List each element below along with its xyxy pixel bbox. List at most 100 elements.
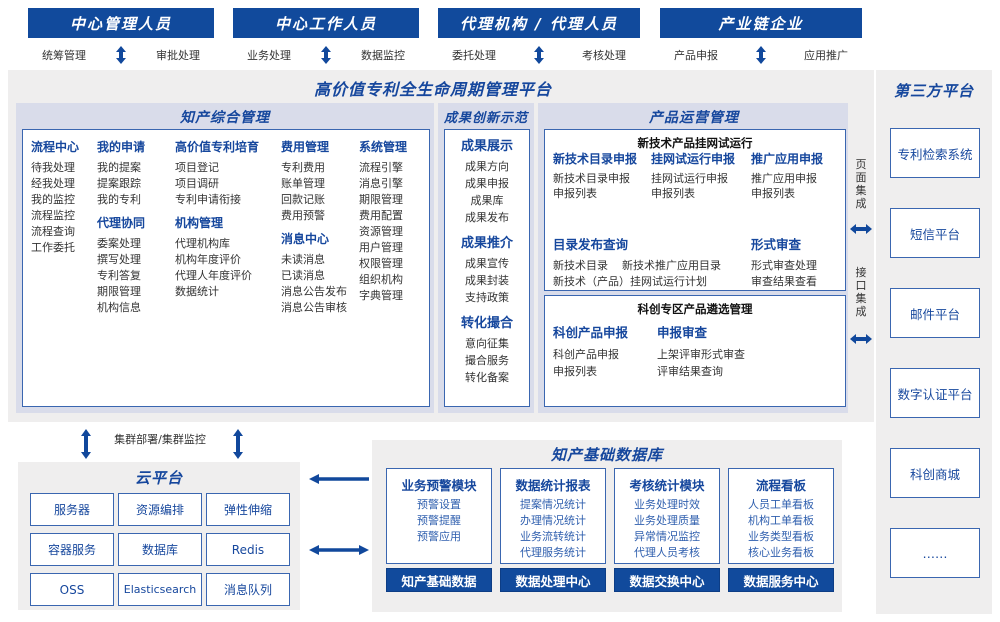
selection-item-1-1[interactable]: 科创产品申报 <box>553 348 619 361</box>
ip-group-head-5-1[interactable]: 系统管理 <box>359 140 408 154</box>
product-trial-item-3-1[interactable]: 推广应用申报 <box>751 172 817 185</box>
ip-item-1-1-4[interactable]: 流程监控 <box>31 209 75 222</box>
cloud-box-4[interactable]: 容器服务 <box>30 533 114 566</box>
kdb-card-item-4-1[interactable]: 人员工单看板 <box>748 498 814 511</box>
product-trial-item-2-1[interactable]: 挂网试运行申报 <box>651 172 728 185</box>
ip-item-2-2-5[interactable]: 机构信息 <box>97 301 141 314</box>
ip-item-4-2-1[interactable]: 未读消息 <box>281 253 325 266</box>
product-trial-item-1-1[interactable]: 新技术目录申报 <box>553 172 630 185</box>
achievement-item-3-2[interactable]: 撮合服务 <box>465 354 509 367</box>
ip-item-2-2-4[interactable]: 期限管理 <box>97 285 141 298</box>
ip-item-3-1-1[interactable]: 项目登记 <box>175 161 219 174</box>
ip-item-3-2-1[interactable]: 代理机构库 <box>175 237 230 250</box>
cloud-box-6[interactable]: Redis <box>206 533 290 566</box>
ip-item-3-1-2[interactable]: 项目调研 <box>175 177 219 190</box>
achievement-item-1-2[interactable]: 成果申报 <box>465 177 509 190</box>
ip-item-2-2-1[interactable]: 委案处理 <box>97 237 141 250</box>
ip-item-1-1-5[interactable]: 流程查询 <box>31 225 75 238</box>
ip-item-5-1-8[interactable]: 组织机构 <box>359 273 403 286</box>
achievement-item-2-2[interactable]: 成果封装 <box>465 274 509 287</box>
catalog-publish-item-1[interactable]: 新技术目录 <box>553 259 608 272</box>
kdb-footer-2[interactable]: 数据处理中心 <box>500 568 606 592</box>
achievement-group-head-2[interactable]: 成果推介 <box>460 236 513 251</box>
formal-review-item-1[interactable]: 形式审查处理 <box>751 259 817 272</box>
achievement-item-1-3[interactable]: 成果库 <box>470 194 504 207</box>
cloud-box-3[interactable]: 弹性伸缩 <box>206 493 290 526</box>
ip-item-2-1-3[interactable]: 我的专利 <box>97 193 141 206</box>
ip-item-5-1-3[interactable]: 期限管理 <box>359 193 403 206</box>
ip-item-1-1-3[interactable]: 我的监控 <box>31 193 75 206</box>
kdb-card-item-2-1[interactable]: 提案情况统计 <box>520 498 586 511</box>
third-party-item-2[interactable]: 短信平台 <box>890 208 980 258</box>
achievement-item-2-1[interactable]: 成果宣传 <box>465 257 509 270</box>
ip-item-3-2-2[interactable]: 机构年度评价 <box>175 253 241 266</box>
ip-item-4-1-2[interactable]: 账单管理 <box>281 177 325 190</box>
cloud-box-8[interactable]: Elasticsearch <box>118 573 202 606</box>
achievement-group-head-3[interactable]: 转化撮合 <box>460 316 513 331</box>
product-trial-item-2-2[interactable]: 申报列表 <box>651 187 695 200</box>
ip-item-5-1-2[interactable]: 消息引擎 <box>359 177 403 190</box>
selection-head-2[interactable]: 申报审查 <box>657 325 708 340</box>
kdb-card-item-3-1[interactable]: 业务处理时效 <box>634 498 700 511</box>
formal-review-head[interactable]: 形式审查 <box>751 237 802 252</box>
ip-item-3-2-3[interactable]: 代理人年度评价 <box>175 269 252 282</box>
ip-item-5-1-6[interactable]: 用户管理 <box>359 241 403 254</box>
ip-item-4-1-3[interactable]: 回款记账 <box>281 193 325 206</box>
cloud-box-2[interactable]: 资源编排 <box>118 493 202 526</box>
ip-group-head-4-2[interactable]: 消息中心 <box>281 232 330 246</box>
ip-item-2-1-1[interactable]: 我的提案 <box>97 161 141 174</box>
ip-item-5-1-7[interactable]: 权限管理 <box>359 257 403 270</box>
achievement-item-3-1[interactable]: 意向征集 <box>465 337 509 350</box>
kdb-card-item-4-3[interactable]: 业务类型看板 <box>748 530 814 543</box>
selection-item-2-1[interactable]: 上架评审形式审查 <box>657 348 745 361</box>
cloud-box-5[interactable]: 数据库 <box>118 533 202 566</box>
ip-item-4-2-2[interactable]: 已读消息 <box>281 269 325 282</box>
kdb-card-item-3-2[interactable]: 业务处理质量 <box>634 514 700 527</box>
kdb-footer-1[interactable]: 知产基础数据 <box>386 568 492 592</box>
kdb-card-item-1-3[interactable]: 预警应用 <box>417 530 461 543</box>
kdb-card-item-1-1[interactable]: 预警设置 <box>417 498 461 511</box>
ip-item-2-1-2[interactable]: 提案跟踪 <box>97 177 141 190</box>
catalog-publish-item-3[interactable]: 新技术（产品）挂网试运行计划 <box>553 275 707 288</box>
product-trial-item-3-2[interactable]: 申报列表 <box>751 187 795 200</box>
achievement-group-head-1[interactable]: 成果展示 <box>460 139 513 154</box>
cloud-box-7[interactable]: OSS <box>30 573 114 606</box>
kdb-card-item-2-3[interactable]: 业务流转统计 <box>520 530 586 543</box>
ip-item-2-2-3[interactable]: 专利答复 <box>97 269 141 282</box>
ip-item-2-2-2[interactable]: 撰写处理 <box>97 253 141 266</box>
selection-item-1-2[interactable]: 申报列表 <box>553 365 597 378</box>
ip-item-1-1-6[interactable]: 工作委托 <box>31 241 75 254</box>
ip-item-5-1-9[interactable]: 字典管理 <box>359 289 403 302</box>
achievement-item-3-3[interactable]: 转化备案 <box>465 371 509 384</box>
kdb-card-item-4-2[interactable]: 机构工单看板 <box>748 514 814 527</box>
selection-item-2-2[interactable]: 评审结果查询 <box>657 365 723 378</box>
third-party-item-4[interactable]: 数字认证平台 <box>890 368 980 418</box>
ip-item-5-1-4[interactable]: 费用配置 <box>359 209 403 222</box>
kdb-card-item-4-4[interactable]: 核心业务看板 <box>748 546 814 559</box>
achievement-item-2-3[interactable]: 支持政策 <box>465 291 509 304</box>
achievement-item-1-1[interactable]: 成果方向 <box>465 160 509 173</box>
ip-item-3-1-3[interactable]: 专利申请衔接 <box>175 193 241 206</box>
ip-group-head-1-1[interactable]: 流程中心 <box>31 140 80 154</box>
ip-group-head-2-1[interactable]: 我的申请 <box>97 140 146 154</box>
product-trial-head-2[interactable]: 挂网试运行申报 <box>651 152 736 166</box>
ip-item-3-2-4[interactable]: 数据统计 <box>175 285 219 298</box>
ip-group-head-4-1[interactable]: 费用管理 <box>281 140 330 154</box>
kdb-footer-4[interactable]: 数据服务中心 <box>728 568 834 592</box>
formal-review-item-2[interactable]: 审查结果查看 <box>751 275 817 288</box>
ip-item-1-1-2[interactable]: 经我处理 <box>31 177 75 190</box>
selection-head-1[interactable]: 科创产品申报 <box>553 325 629 340</box>
ip-group-head-2-2[interactable]: 代理协同 <box>97 216 146 230</box>
kdb-card-item-3-3[interactable]: 异常情况监控 <box>634 530 700 543</box>
kdb-card-item-2-4[interactable]: 代理服务统计 <box>520 546 586 559</box>
kdb-card-item-2-2[interactable]: 办理情况统计 <box>520 514 586 527</box>
achievement-item-1-4[interactable]: 成果发布 <box>465 211 509 224</box>
product-trial-head-1[interactable]: 新技术目录申报 <box>553 152 638 166</box>
ip-item-4-1-4[interactable]: 费用预警 <box>281 209 325 222</box>
third-party-item-1[interactable]: 专利检索系统 <box>890 128 980 178</box>
ip-group-head-3-1[interactable]: 高价值专利培育 <box>175 140 260 154</box>
cloud-box-9[interactable]: 消息队列 <box>206 573 290 606</box>
catalog-publish-head[interactable]: 目录发布查询 <box>553 237 629 252</box>
catalog-publish-item-2[interactable]: 新技术推广应用目录 <box>622 259 721 272</box>
ip-item-4-2-4[interactable]: 消息公告审核 <box>281 301 347 314</box>
